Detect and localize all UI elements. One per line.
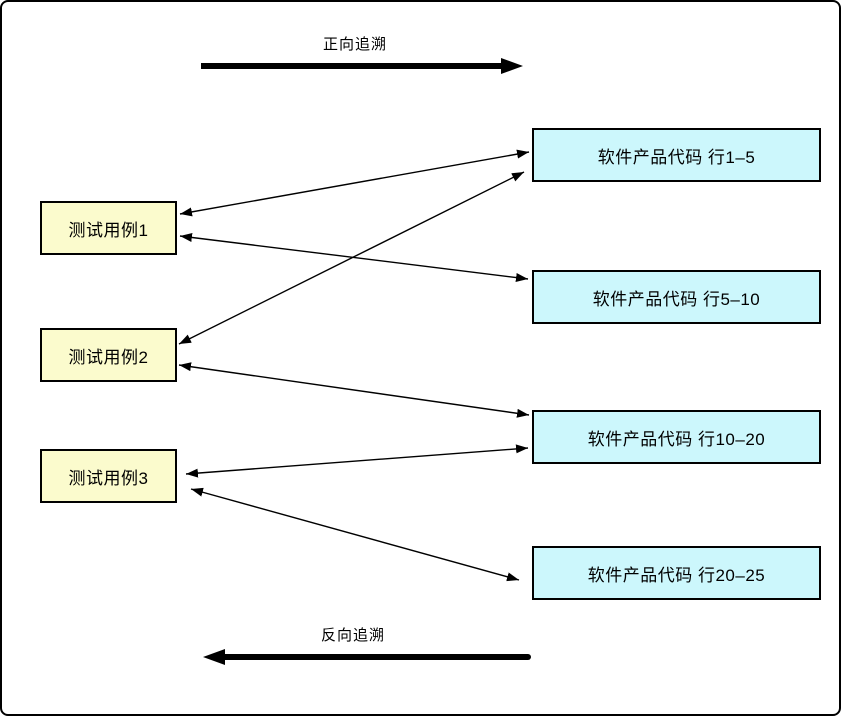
- test-case-2-box: 测试用例2: [40, 328, 177, 382]
- connector-tc1-code1: [179, 149, 530, 217]
- code-lines-20-25-box: 软件产品代码 行20–25: [532, 546, 821, 600]
- test-case-1-box: 测试用例1: [40, 201, 177, 255]
- connector-tc3-code4: [190, 487, 520, 582]
- connector-tc2-code1: [178, 171, 525, 345]
- code-lines-1-5-box: 软件产品代码 行1–5: [532, 128, 821, 182]
- code-lines-5-10-box: 软件产品代码 行5–10: [532, 270, 821, 324]
- test-case-3-box: 测试用例3: [40, 449, 177, 503]
- connector-tc2-code3: [178, 362, 530, 418]
- forward-trace-label: 正向追溯: [322, 36, 388, 53]
- connector-tc3-code3: [185, 444, 529, 478]
- code-lines-10-20-box: 软件产品代码 行10–20: [532, 410, 821, 464]
- backward-trace-label: 反向追溯: [320, 627, 386, 644]
